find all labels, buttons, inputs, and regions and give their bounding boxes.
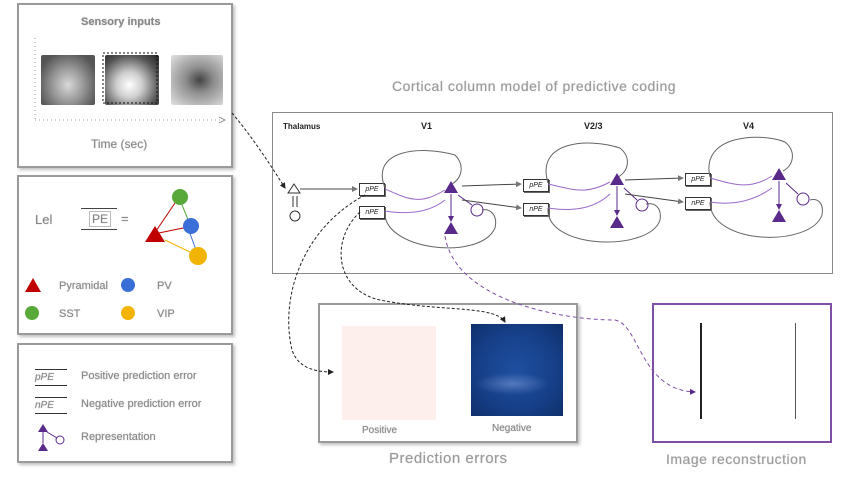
v1-to-v23-arrow <box>461 181 522 188</box>
v1-pyramidal-top-icon <box>444 181 458 193</box>
prediction-errors-title: Prediction errors <box>389 450 508 467</box>
positive-error-map <box>342 326 436 420</box>
v1-column <box>382 150 497 249</box>
ppe-legend-label: Positive prediction error <box>81 370 197 382</box>
prediction-errors-panel: Positive Negative <box>318 303 578 443</box>
pe-box-symbol <box>81 208 117 230</box>
equals-sign: = <box>121 211 129 226</box>
ppe-legend-symbol: pPE <box>35 369 67 386</box>
sensory-inputs-title: Sensory inputs <box>81 16 161 28</box>
v4-pyramidal-top-icon <box>772 168 786 180</box>
legend-label-sst: SST <box>59 308 81 320</box>
v4-pyramidal-bottom-icon <box>772 210 786 222</box>
cell-network-diagram <box>145 189 207 265</box>
positive-label: Positive <box>362 425 398 436</box>
reconstruction-bar-right <box>795 323 796 419</box>
v4-ppe-box: pPE <box>685 173 711 186</box>
v23-interneuron-icon <box>635 198 649 212</box>
image-reconstruction-title: Image reconstruction <box>666 451 807 467</box>
representation-legend-label: Representation <box>81 431 156 443</box>
model-title: Cortical column model of predictive codi… <box>392 78 677 94</box>
v4-column <box>708 136 823 238</box>
v23-to-v4-npe-arrow <box>624 193 684 205</box>
input-image-plane <box>41 55 95 105</box>
pv-node-icon <box>183 218 199 234</box>
thalamus-icon <box>287 183 301 222</box>
vip-legend-icon <box>121 306 135 320</box>
v1-interneuron-icon <box>470 203 484 217</box>
v23-pyramidal-top-icon <box>610 173 624 185</box>
representation-legend-icon <box>38 424 65 451</box>
pe-box-label: PE <box>89 211 112 227</box>
area-label-v4: V4 <box>743 121 755 131</box>
v23-to-v4-arrow <box>624 175 684 182</box>
ppe-to-positive-arrow <box>288 194 366 375</box>
vip-node-icon <box>189 247 207 265</box>
sst-legend-icon <box>25 306 39 320</box>
legend-label-vip: VIP <box>157 308 175 320</box>
npe-legend-label: Negative prediction error <box>81 398 202 410</box>
representation-to-reconstruction-arrow <box>444 235 696 395</box>
npe-to-negative-arrow <box>340 211 506 323</box>
sensory-axes <box>34 38 222 121</box>
v23-column <box>545 142 661 243</box>
time-axis-label: Time (sec) <box>91 137 148 151</box>
area-label-v1: V1 <box>421 121 433 131</box>
v1-ppe-box: pPE <box>359 183 385 196</box>
area-label-v23: V2/3 <box>584 121 603 131</box>
reconstruction-bar-left <box>700 323 702 419</box>
input-image-bird <box>171 55 223 105</box>
v23-pyramidal-bottom-icon <box>610 216 624 228</box>
v23-ppe-box: pPE <box>523 179 549 192</box>
npe-legend-symbol: nPE <box>35 397 67 414</box>
input-to-thalamus-arrow <box>231 112 286 189</box>
legend-label-pyramidal: Pyramidal <box>59 280 108 292</box>
car-frame-outline <box>102 52 158 104</box>
v1-to-v23-npe-arrow <box>461 199 522 211</box>
pv-legend-icon <box>121 278 135 292</box>
time-axis-arrowhead <box>218 116 227 124</box>
input-image-car <box>105 55 159 105</box>
cell-types-prefix: Lel <box>35 212 53 227</box>
negative-error-map <box>471 324 563 416</box>
sensory-inputs-panel: Sensory inputs Time (sec) <box>17 3 233 168</box>
thalamus-label: Thalamus <box>283 122 321 131</box>
sst-node-icon <box>172 189 188 205</box>
v4-interneuron-icon <box>796 192 810 206</box>
negative-label: Negative <box>492 423 532 434</box>
v1-pyramidal-bottom-icon <box>444 222 458 234</box>
pyramidal-legend-icon <box>25 278 41 292</box>
v23-npe-box: nPE <box>523 203 549 216</box>
legend-label-pv: PV <box>157 280 172 292</box>
image-reconstruction-panel <box>652 303 832 443</box>
pyramidal-node-icon <box>145 226 165 242</box>
pe-legend-panel: pPE Positive prediction error nPE Negati… <box>17 343 233 463</box>
